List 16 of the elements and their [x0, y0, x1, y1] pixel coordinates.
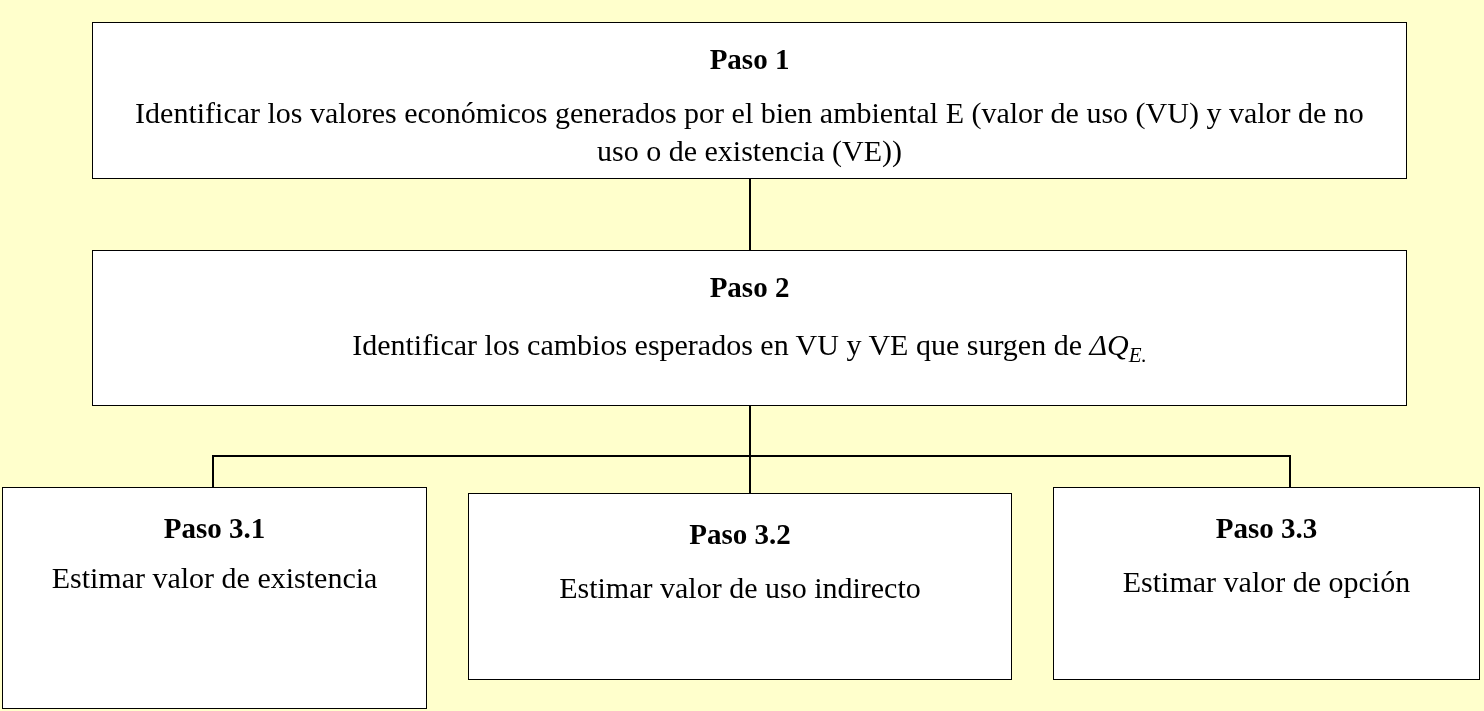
- step-title: Paso 3.2: [689, 518, 791, 551]
- step-box: [2, 487, 427, 709]
- step-box: [1053, 487, 1480, 680]
- step-title: Paso 1: [709, 43, 790, 76]
- step-box: [468, 493, 1012, 680]
- step-description: Estimar valor de opción: [1122, 564, 1411, 600]
- connector-line: [749, 178, 751, 251]
- step-description: Estimar valor de existencia: [51, 560, 378, 596]
- step-box: [92, 250, 1407, 406]
- step-description: Identificar los cambios esperados en VU y VE que surgen de ΔQ$_{E.}$: [352, 327, 1147, 369]
- step-description: Identificar los valores económicos generados por el bien ambiental E (valor de uso (VU) y valor de no uso o de existencia (VE)): [134, 95, 1365, 169]
- step-title: Paso 3.3: [1215, 512, 1318, 545]
- step-description: Estimar valor de uso indirecto: [559, 570, 921, 606]
- step-title: Paso 3.1: [163, 512, 266, 545]
- step-title: Paso 2: [709, 271, 790, 304]
- step-box: [92, 22, 1407, 179]
